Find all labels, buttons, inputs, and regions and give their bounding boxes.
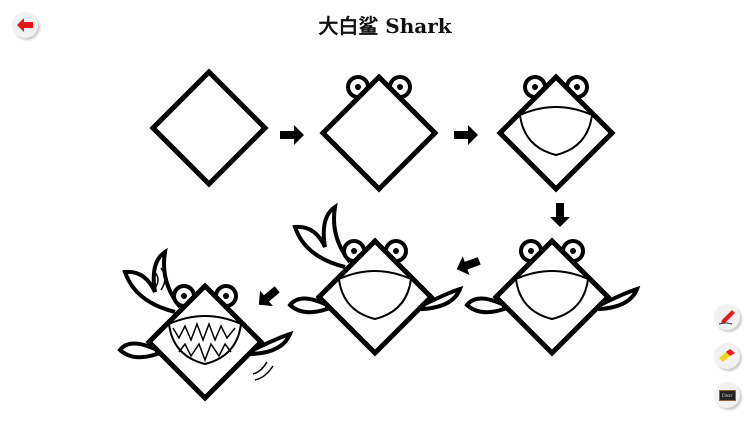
clear-label: Clear (721, 392, 733, 398)
arrow-left-icon (453, 251, 483, 279)
step-5-tail (288, 205, 462, 353)
arrow-left-icon (252, 281, 284, 313)
arrow-right-icon (280, 125, 304, 145)
eraser-button[interactable] (714, 343, 740, 369)
back-button[interactable] (12, 12, 38, 38)
clear-button[interactable]: Clear (714, 382, 740, 408)
step-3-mouth (500, 77, 612, 189)
page-title: 大白鲨 Shark (318, 14, 452, 38)
arrow-left-icon (17, 18, 33, 32)
step-4-fins (465, 241, 639, 353)
arrow-right-icon (454, 125, 478, 145)
step-1-diamond (153, 72, 265, 184)
step-6-teeth (118, 250, 292, 398)
pencil-button[interactable] (714, 304, 740, 330)
eraser-icon (719, 349, 735, 362)
arrow-down-icon (550, 203, 570, 227)
step-2-eyes (323, 77, 435, 189)
pencil-icon (718, 310, 735, 325)
blackboard-icon: Clear (718, 389, 736, 401)
